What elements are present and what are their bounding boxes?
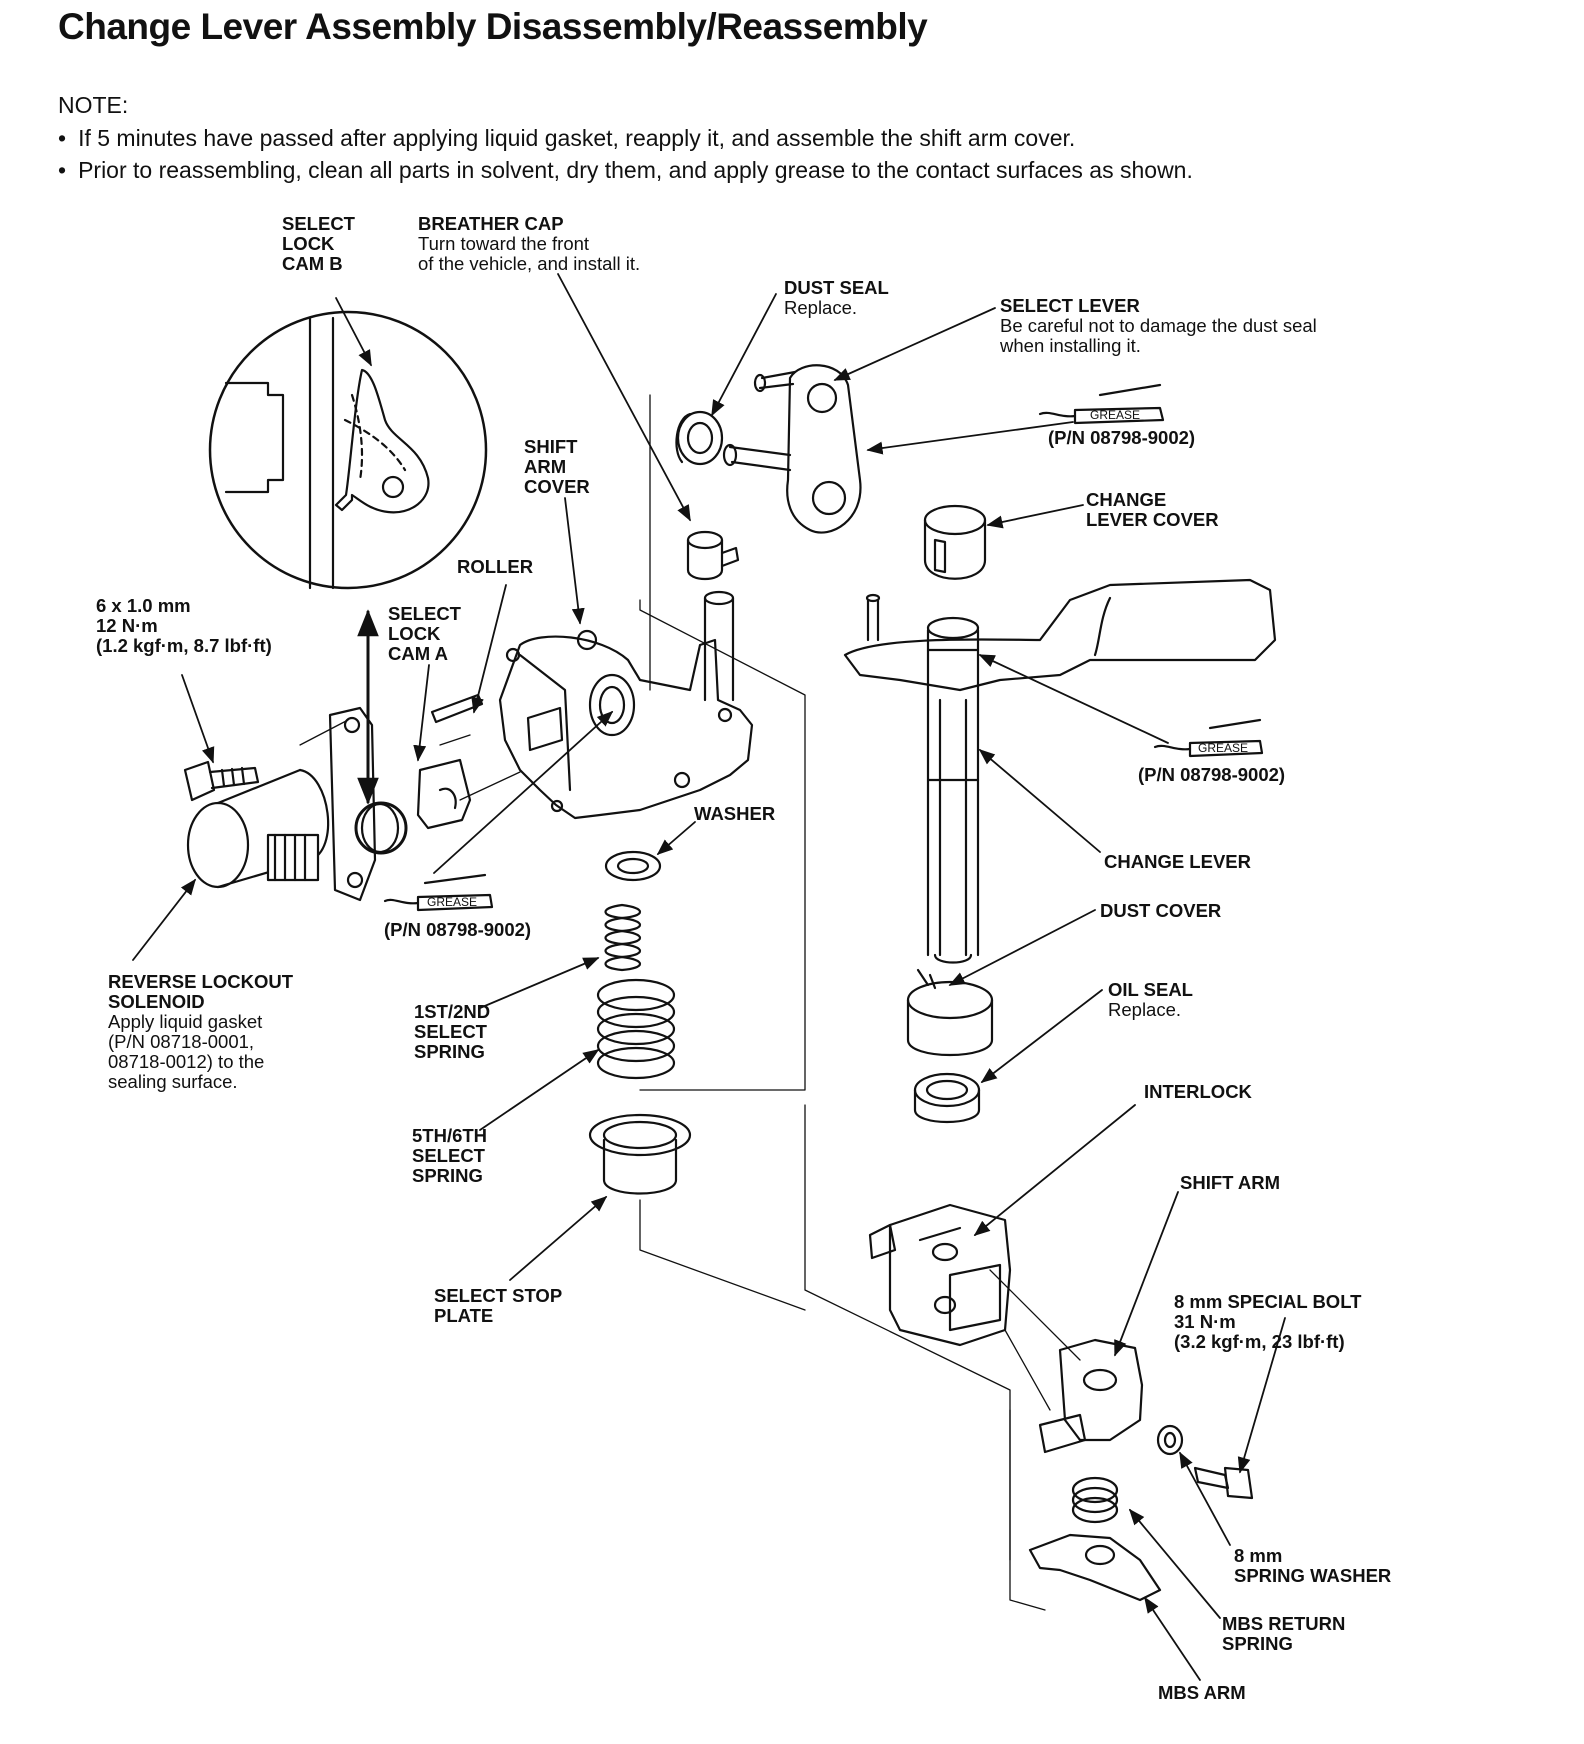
roller-drawing (416, 758, 472, 830)
note-item-1: If 5 minutes have passed after applying … (58, 125, 1193, 152)
grease-tag-text: GREASE (427, 895, 477, 909)
dust-seal-drawing (675, 410, 724, 466)
label-interlock: INTERLOCK (1144, 1081, 1252, 1102)
grease-tube-icon: GREASE (383, 873, 494, 912)
label-washer: WASHER (694, 803, 776, 824)
label-change-lever-cover: CHANGE LEVER COVER (1086, 489, 1219, 530)
grease-tube-icon: GREASE (1038, 383, 1165, 425)
shift-arm-drawing (1038, 1338, 1144, 1454)
note-label: NOTE: (58, 92, 129, 118)
label-change-lever: CHANGE LEVER (1104, 851, 1251, 872)
leader-arrows (132, 273, 1286, 1681)
mbs-return-spring-drawing (1071, 1476, 1119, 1524)
note-item-2: Prior to reassembling, clean all parts i… (58, 157, 1193, 184)
grease-tube-icon: GREASE (1153, 718, 1264, 758)
label-breather-cap: BREATHER CAP Turn toward the front of th… (418, 213, 641, 274)
label-bolt-6mm: 6 x 1.0 mm 12 N·m (1.2 kgf·m, 8.7 lbf·ft… (96, 595, 272, 656)
select-stop-plate-drawing (588, 1113, 692, 1195)
reverse-lockout-solenoid-drawing (186, 706, 408, 902)
label-mbs-return-spring: MBS RETURN SPRING (1222, 1613, 1346, 1654)
label-select-lock-cam-a: SELECT LOCK CAM A (388, 603, 461, 664)
label-select-lock-cam-b: SELECT LOCK CAM B (282, 213, 355, 274)
label-grease-pn-1: (P/N 08798-9002) (1048, 427, 1196, 448)
dust-cover-drawing (906, 968, 994, 1057)
bolt-6mm-drawing (183, 760, 260, 802)
label-select-lever: SELECT LEVER Be careful not to damage th… (1000, 295, 1317, 356)
mbs-arm-drawing (1028, 1533, 1162, 1602)
label-shift-arm: SHIFT ARM (1180, 1172, 1281, 1193)
note-block: NOTE: If 5 minutes have passed after app… (58, 92, 1193, 189)
spring-washer-8mm-drawing (1156, 1424, 1184, 1456)
interlock-drawing (868, 1203, 1012, 1347)
label-spring-washer-8mm: 8 mm SPRING WASHER (1234, 1545, 1392, 1586)
select-spring-5th-6th-drawing (596, 978, 676, 1080)
label-reverse-lockout-solenoid: REVERSE LOCKOUT SOLENOID Apply liquid ga… (108, 971, 294, 1092)
label-dust-cover: DUST COVER (1100, 900, 1222, 921)
change-lever-drawing (843, 578, 1277, 964)
grease-tag-text: GREASE (1198, 741, 1248, 755)
special-bolt-8mm-drawing (1193, 1466, 1254, 1500)
detail-circle-cam-b (208, 310, 488, 590)
label-mbs-arm: MBS ARM (1158, 1682, 1246, 1703)
label-select-spring-5th-6th: 5TH/6TH SELECT SPRING (412, 1125, 488, 1186)
label-roller: ROLLER (457, 556, 534, 577)
label-select-spring-1st-2nd: 1ST/2ND SELECT SPRING (414, 1001, 491, 1062)
select-lever-drawing (722, 364, 862, 534)
grease-tag-text: GREASE (1090, 408, 1140, 422)
label-grease-pn-3: (P/N 08798-9002) (384, 919, 532, 940)
breather-cap-drawing (686, 530, 740, 581)
washer-drawing (604, 850, 662, 882)
label-oil-seal: OIL SEAL Replace. (1108, 979, 1193, 1020)
label-shift-arm-cover: SHIFT ARM COVER (524, 436, 590, 497)
label-special-bolt-8mm: 8 mm SPECIAL BOLT 31 N·m (3.2 kgf·m, 23 … (1174, 1291, 1362, 1352)
label-select-stop-plate: SELECT STOP PLATE (434, 1285, 563, 1326)
page-title: Change Lever Assembly Disassembly/Reasse… (58, 6, 928, 47)
oil-seal-drawing (913, 1072, 981, 1124)
change-lever-cover-drawing (923, 504, 987, 580)
select-spring-1st-2nd-drawing (604, 903, 642, 972)
shift-arm-cover-drawing (498, 590, 754, 820)
label-dust-seal: DUST SEAL Replace. (784, 277, 889, 318)
label-grease-pn-2: (P/N 08798-9002) (1138, 764, 1286, 785)
